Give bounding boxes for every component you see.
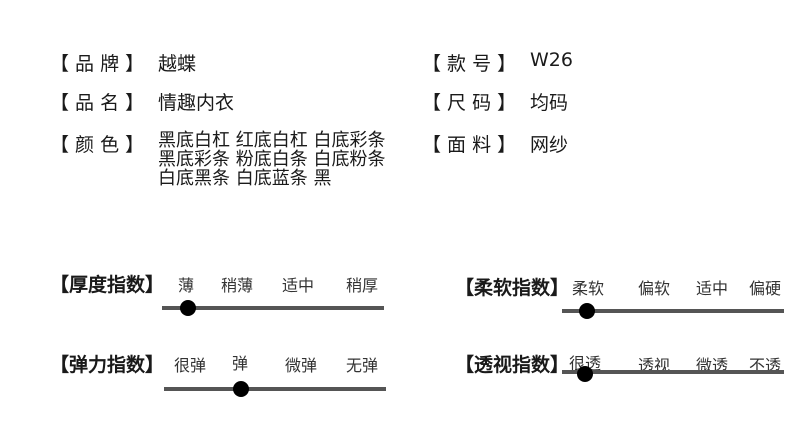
elasticity-track — [164, 387, 386, 391]
brand-value: 越蝶 — [158, 53, 197, 75]
softness-indicator — [579, 303, 595, 319]
size-label: 【 尺 码 】 — [422, 92, 517, 114]
elasticity-indicator — [233, 381, 249, 397]
transparency-indicator — [577, 366, 593, 382]
elasticity-tick: 微弹 — [285, 356, 318, 375]
item-no-label: 【 款 号 】 — [422, 53, 517, 75]
size-value: 均码 — [530, 92, 569, 114]
thickness-tick: 适中 — [282, 276, 315, 295]
material-value: 网纱 — [530, 134, 569, 156]
softness-tick: 偏软 — [638, 279, 671, 298]
thickness-indicator — [180, 300, 196, 316]
elasticity-tick: 无弹 — [346, 356, 379, 375]
softness-tick: 适中 — [696, 279, 729, 298]
elasticity-tick: 弹 — [232, 354, 249, 373]
thickness-track — [162, 306, 384, 310]
color-line: 白底黑条 白底蓝条 黑 — [158, 168, 332, 189]
name-value: 情趣内衣 — [158, 92, 235, 114]
color-values: 黑底白杠 红底白杠 白底彩条 黑底彩条 粉底白条 白底粉条 白底黑条 白底蓝条 … — [158, 131, 408, 188]
softness-title: 【柔软指数】 — [455, 277, 570, 299]
item-no-value: W26 — [530, 49, 573, 71]
transparency-tick: 很透 — [569, 354, 602, 373]
brand-label: 【 品 牌 】 — [50, 53, 145, 75]
color-line: 黑底彩条 粉底白条 白底粉条 — [158, 149, 386, 170]
elasticity-title: 【弹力指数】 — [50, 354, 165, 376]
elasticity-tick: 很弹 — [174, 356, 207, 375]
transparency-track — [562, 370, 784, 374]
softness-tick: 柔软 — [572, 279, 605, 298]
material-label: 【 面 料 】 — [422, 134, 517, 156]
softness-track — [562, 309, 784, 313]
thickness-tick: 稍厚 — [346, 276, 379, 295]
thickness-title: 【厚度指数】 — [50, 274, 165, 296]
transparency-title: 【透视指数】 — [455, 354, 570, 376]
color-line: 黑底白杠 红底白杠 白底彩条 — [158, 130, 386, 151]
thickness-tick: 稍薄 — [221, 276, 254, 295]
color-label: 【 颜 色 】 — [50, 134, 145, 156]
name-label: 【 品 名 】 — [50, 92, 145, 114]
softness-tick: 偏硬 — [749, 279, 782, 298]
thickness-tick: 薄 — [178, 276, 195, 295]
